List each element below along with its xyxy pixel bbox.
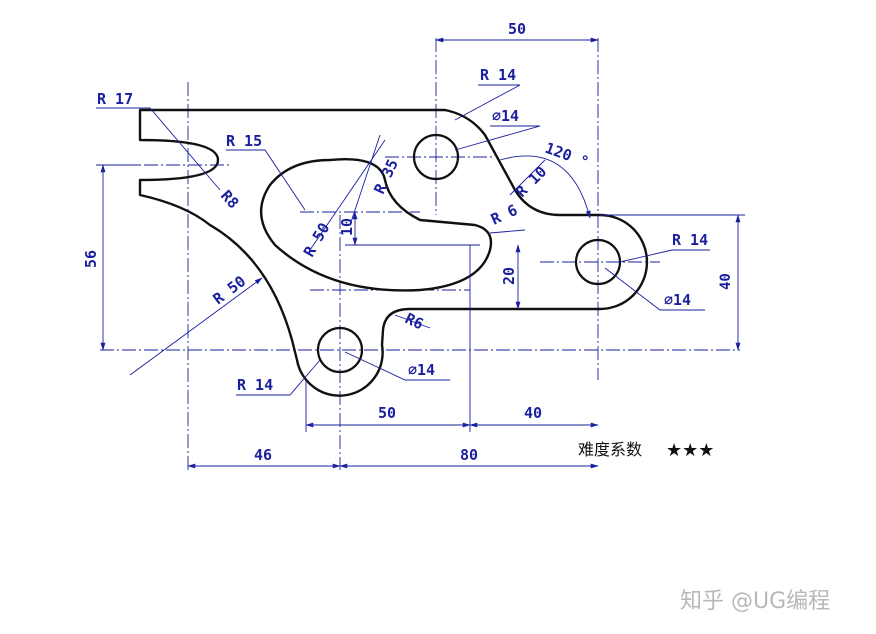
dim-dia14-bottom: ∅14 [408, 361, 435, 379]
dim-angle120: 120 ° [543, 139, 592, 171]
hole-top [412, 133, 460, 181]
dim-r35: R 35 [370, 156, 402, 196]
dim-width50: 50 [378, 404, 396, 422]
dim-height56: 56 [82, 250, 100, 268]
dim-r14-right: R 14 [672, 231, 708, 249]
dim-r6-top: R 6 [488, 201, 520, 229]
dim-width40: 40 [524, 404, 542, 422]
dim-r8: R8 [217, 187, 242, 212]
dim-ten: 10 [338, 218, 356, 236]
dim-r50-inner: R 50 [300, 220, 334, 260]
watermark: 知乎 @UG编程 [680, 589, 830, 614]
dim-twenty: 20 [500, 267, 518, 285]
dim-top-width: 50 [508, 20, 526, 38]
dim-r14-top: R 14 [480, 66, 516, 84]
inner-slot [259, 158, 493, 292]
dim-height40: 40 [718, 273, 734, 290]
dim-width80: 80 [460, 446, 478, 464]
dimension-lines [96, 37, 745, 469]
dim-dia14-top: ∅14 [492, 107, 519, 125]
dim-r15: R 15 [226, 132, 262, 150]
dim-r14-bottom: R 14 [237, 376, 273, 394]
dim-r6-bottom: R6 [402, 309, 426, 333]
hole-bottom [316, 326, 364, 374]
dim-dia14-right: ∅14 [664, 291, 691, 309]
dim-r17: R 17 [97, 90, 133, 108]
dim-width46: 46 [254, 446, 272, 464]
center-lines [100, 38, 740, 470]
difficulty-label: 难度系数 [578, 440, 642, 459]
part-outline [138, 108, 649, 397]
dim-r10: R 10 [512, 163, 550, 201]
difficulty-stars: ★★★ [666, 440, 714, 461]
dim-r50-outer: R 50 [210, 272, 250, 308]
